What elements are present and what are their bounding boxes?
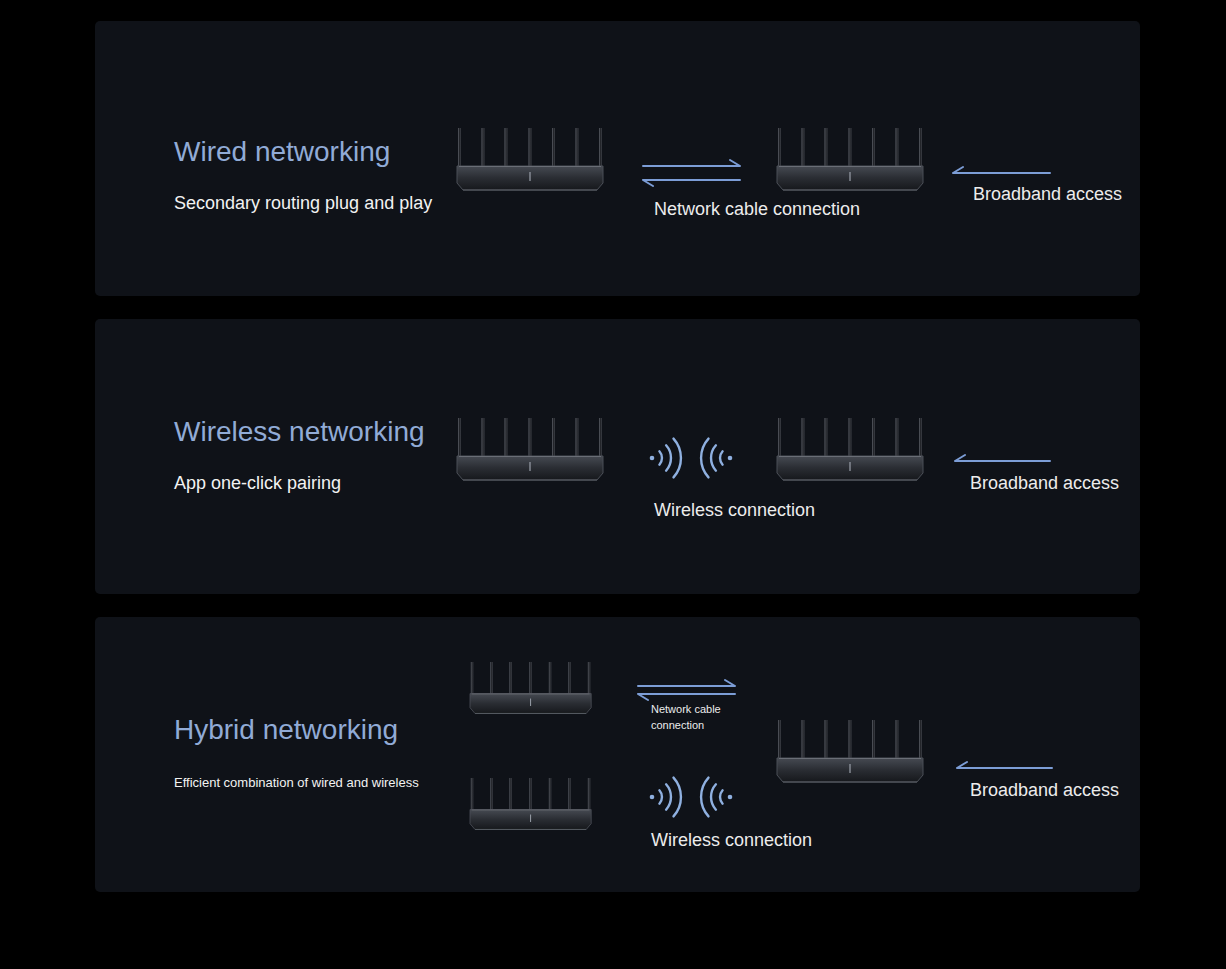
- panel-heading: Wired networking: [174, 134, 432, 170]
- panel-box: Hybrid networkingEfficient combination o…: [95, 617, 1140, 892]
- panel-subtitle: App one-click pairing: [174, 472, 425, 494]
- router-icon: [457, 418, 603, 480]
- connection-label: Wireless connection: [651, 829, 812, 851]
- label-slot: Network cable connection: [651, 701, 733, 733]
- connection-label: Network cable connection: [651, 701, 733, 733]
- panel-box: Wired networkingSecondary routing plug a…: [95, 21, 1140, 296]
- panel-text-block: Wireless networkingApp one-click pairing: [174, 414, 425, 494]
- connection-label: Broadband access: [970, 779, 1119, 801]
- router-icon: [470, 778, 591, 829]
- label-slot: Broadband access: [970, 472, 1119, 494]
- label-slot: Network cable connection: [654, 198, 860, 220]
- broadband-arrow: [953, 167, 1050, 173]
- label-slot: Wireless connection: [651, 829, 812, 851]
- label-slot: Broadband access: [970, 779, 1119, 801]
- router-icon: [777, 720, 923, 782]
- panel-text-block: Hybrid networkingEfficient combination o…: [174, 712, 419, 791]
- connection-label: Broadband access: [973, 183, 1122, 205]
- broadband-arrow: [957, 762, 1052, 768]
- cable-arrows: [643, 160, 740, 186]
- connection-label: Broadband access: [970, 472, 1119, 494]
- panel-text-block: Wired networkingSecondary routing plug a…: [174, 134, 432, 214]
- connection-label: Network cable connection: [654, 198, 860, 220]
- label-slot: Wireless connection: [654, 499, 815, 521]
- router-icon: [777, 128, 923, 190]
- wifi-symbol: [701, 778, 732, 817]
- panel-subtitle: Efficient combination of wired and wirel…: [174, 775, 419, 791]
- panel-heading: Hybrid networking: [174, 712, 419, 748]
- panel-box: Wireless networkingApp one-click pairing: [95, 319, 1140, 594]
- wifi-symbol: [650, 439, 681, 478]
- wifi-symbol: [650, 778, 681, 817]
- broadband-arrow: [955, 455, 1050, 461]
- label-slot: Broadband access: [973, 183, 1122, 205]
- connection-label: Wireless connection: [654, 499, 815, 521]
- panel-subtitle: Secondary routing plug and play: [174, 192, 432, 214]
- cable-arrows: [638, 680, 735, 700]
- panel-heading: Wireless networking: [174, 414, 425, 450]
- wifi-symbol: [701, 439, 732, 478]
- router-icon: [470, 662, 591, 713]
- router-icon: [777, 418, 923, 480]
- router-icon: [457, 128, 603, 190]
